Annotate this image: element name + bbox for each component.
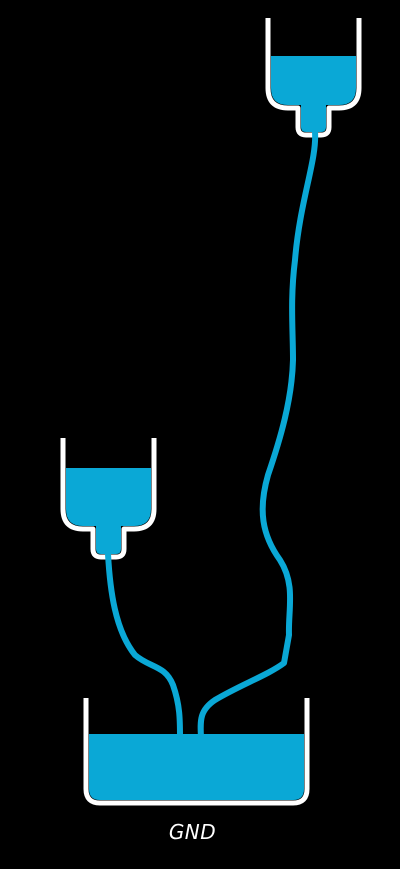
ground-tank-outline bbox=[83, 698, 310, 806]
left-vessel bbox=[60, 438, 157, 560]
upper-vessel bbox=[265, 18, 362, 138]
ground-tank bbox=[83, 698, 310, 806]
ground-label: GND bbox=[168, 820, 217, 844]
hose-left bbox=[105, 551, 183, 740]
ground-tank-water bbox=[89, 734, 304, 800]
upper-vessel-water bbox=[271, 56, 356, 132]
left-vessel-water bbox=[66, 468, 151, 554]
hose-upper bbox=[197, 129, 319, 740]
